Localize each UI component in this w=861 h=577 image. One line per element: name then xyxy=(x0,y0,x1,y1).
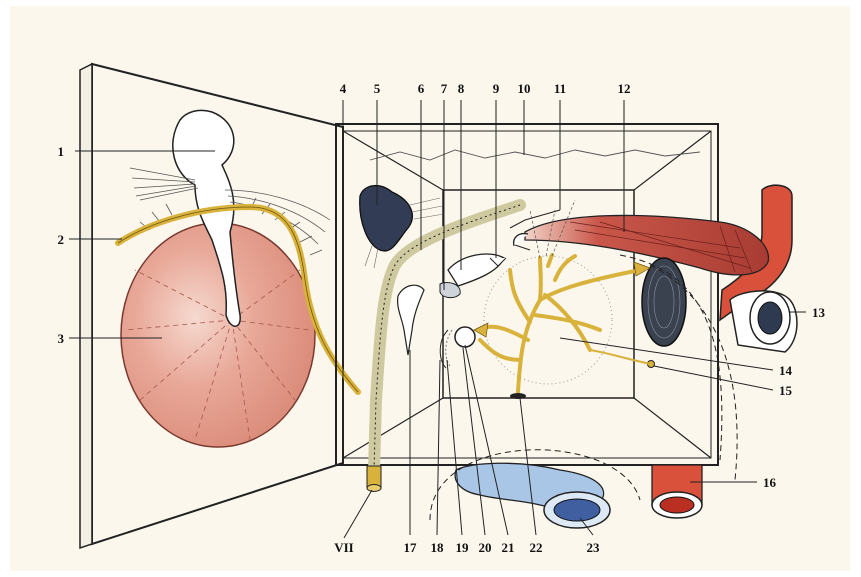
label-15: 15 xyxy=(779,383,793,398)
label-18: 18 xyxy=(431,540,445,555)
label-14: 14 xyxy=(779,363,793,378)
lateral-wall-edge xyxy=(80,64,92,548)
label-4: 4 xyxy=(340,81,347,96)
label-5: 5 xyxy=(374,81,381,96)
label-8: 8 xyxy=(458,81,465,96)
label-17: 17 xyxy=(404,540,418,555)
label-11: 11 xyxy=(554,81,566,96)
tympanic-plexus xyxy=(480,255,640,392)
label-22: 22 xyxy=(530,540,543,555)
label-VII: VII xyxy=(334,540,354,555)
label-20: 20 xyxy=(479,540,492,555)
label-1: 1 xyxy=(58,144,65,159)
tegmen-tympani xyxy=(370,150,700,160)
promontory-dotted xyxy=(484,256,612,384)
label-7: 7 xyxy=(441,81,448,96)
label-6: 6 xyxy=(418,81,425,96)
label-3: 3 xyxy=(58,331,65,346)
plexus-base xyxy=(510,393,526,399)
posterior-process xyxy=(398,285,424,355)
caroticotympanic-nerve xyxy=(590,350,651,364)
label-23: 23 xyxy=(587,540,601,555)
auditory-tube xyxy=(730,291,797,352)
facial-nerve-stump xyxy=(367,466,381,492)
carotid-artery-section xyxy=(652,465,702,518)
label-16: 16 xyxy=(763,475,777,490)
stapes-footplate-window xyxy=(455,327,475,347)
label-12: 12 xyxy=(618,81,631,96)
label-10: 10 xyxy=(518,81,531,96)
label-13: 13 xyxy=(812,305,826,320)
label-19: 19 xyxy=(456,540,470,555)
label-21: 21 xyxy=(502,540,515,555)
jugular-bulb xyxy=(455,463,610,528)
label-9: 9 xyxy=(493,81,500,96)
incus xyxy=(360,186,413,251)
cochlear-window-oval xyxy=(642,258,686,346)
label-2: 2 xyxy=(58,232,65,247)
